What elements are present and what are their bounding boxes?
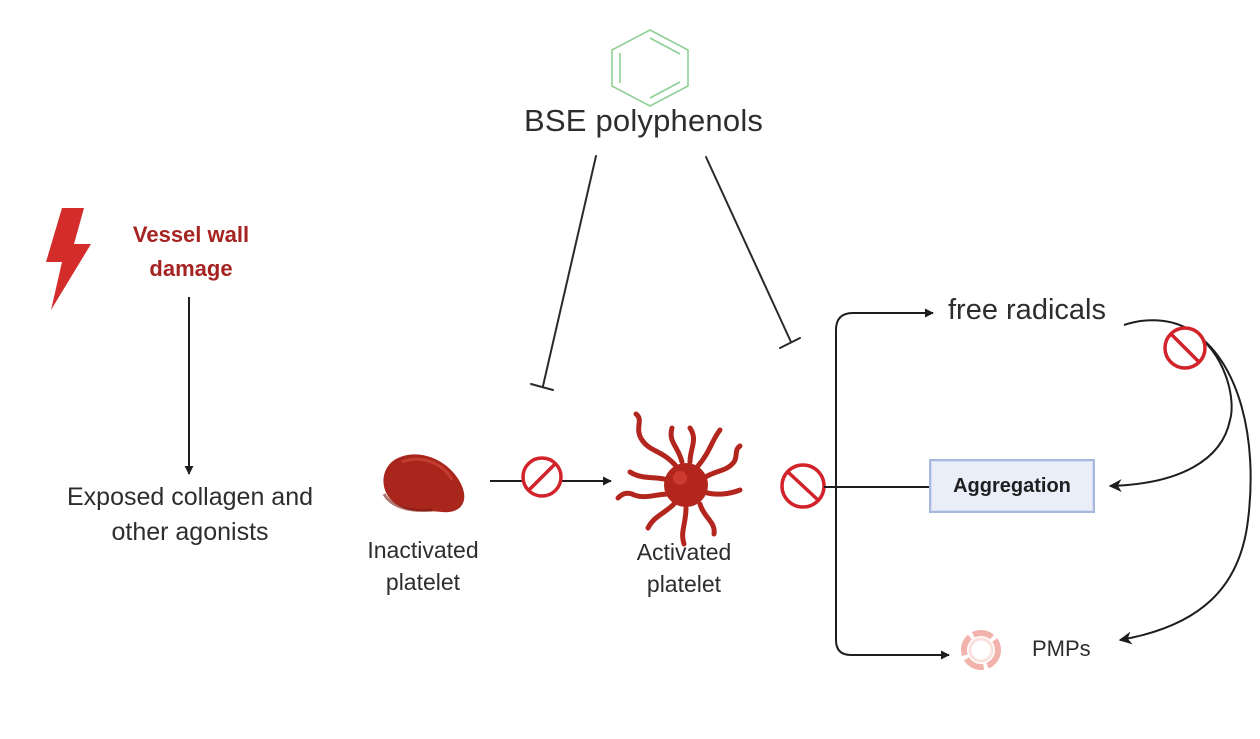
- aggregation-box: Aggregation: [929, 459, 1095, 513]
- free-radicals-label: free radicals: [948, 294, 1106, 326]
- lightning-bolt-icon: [46, 208, 91, 310]
- inactivated-platelet-label: Inactivated platelet: [367, 537, 479, 595]
- activated-platelet-icon: [615, 411, 743, 547]
- pmp-vesicle-icon: [961, 630, 1001, 670]
- pmps-label: PMPs: [1032, 636, 1091, 661]
- agonists-label: Exposed collagen and other agonists: [66, 483, 314, 546]
- inhibition-line-activated: [705, 156, 801, 349]
- aggregation-label: Aggregation: [953, 474, 1071, 497]
- inactivated-platelet-icon: [382, 454, 465, 513]
- activated-platelet-label: Activated platelet: [636, 539, 732, 597]
- prohibited-icon-feedback: [1163, 326, 1207, 370]
- prohibited-icon-outputs: [780, 463, 826, 509]
- polyphenols-label: BSE polyphenols: [524, 103, 764, 138]
- inhibition-line-inactivated: [530, 155, 597, 391]
- vessel-wall-damage-label: Vessel wall damage: [132, 222, 250, 281]
- prohibited-icon-activation: [521, 456, 563, 498]
- benzene-ring-icon: [611, 29, 689, 107]
- free-radicals-feedback: [1108, 319, 1252, 645]
- branch-connector: [824, 308, 950, 660]
